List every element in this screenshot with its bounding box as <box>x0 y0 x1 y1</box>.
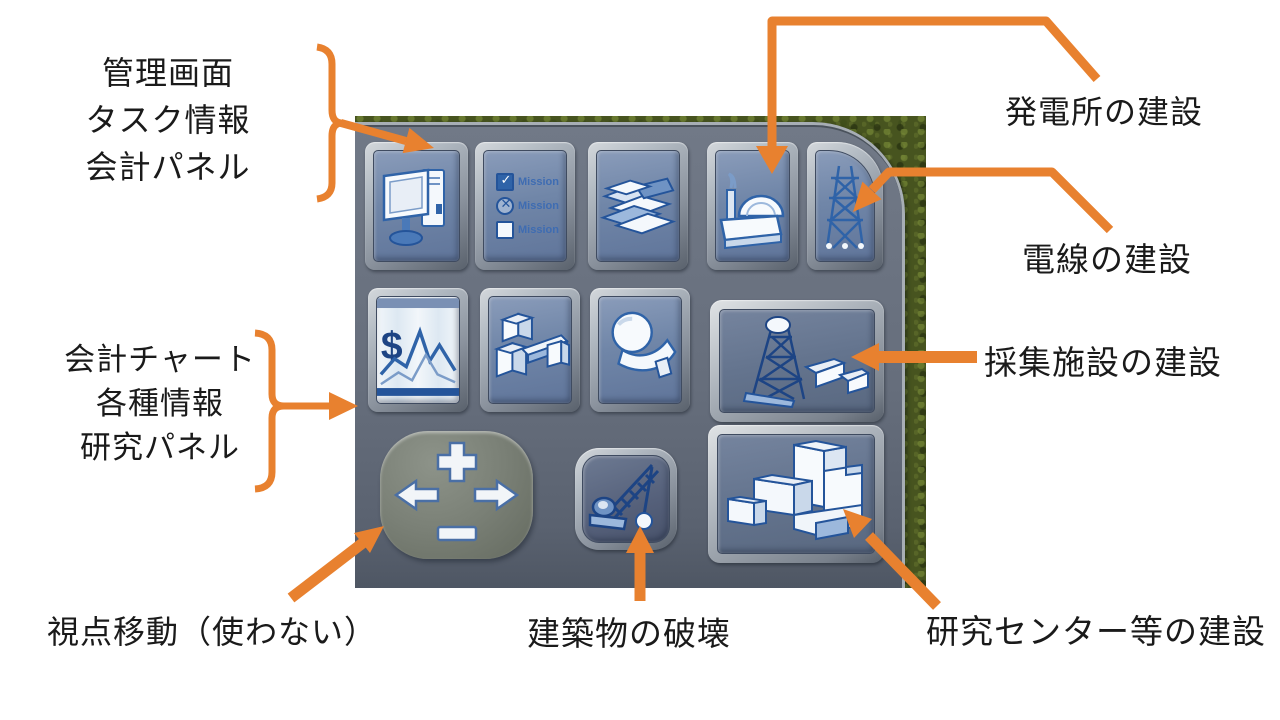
pan-left-arrow-icon <box>393 478 440 512</box>
mission-item-unchecked: Mission <box>496 221 559 239</box>
mission-item-label: Mission <box>518 200 559 212</box>
demolish-button[interactable] <box>575 448 677 550</box>
empty-checkbox-icon <box>496 221 514 239</box>
charts-info-label: 会計チャート 各種情報 研究パネル <box>40 338 280 470</box>
power-plant-button[interactable] <box>707 142 798 270</box>
mining-facility-button[interactable] <box>710 300 884 422</box>
viewpoint-pad[interactable] <box>380 431 533 559</box>
mission-button[interactable]: ✓ Mission ✕ Mission Mission <box>475 142 575 270</box>
zoom-in-plus-icon <box>436 441 478 483</box>
management-button[interactable] <box>365 142 468 270</box>
checked-checkbox-icon: ✓ <box>496 172 514 191</box>
dollar-glyph: $ <box>381 325 403 368</box>
wrecking-crane-icon <box>582 455 670 543</box>
power-pylon-icon <box>815 150 875 262</box>
pan-right-arrow-icon <box>473 478 520 512</box>
accounting-chart-button[interactable]: $ <box>368 288 468 412</box>
research-buildings-icon <box>717 434 875 554</box>
zoom-out-minus-icon <box>436 525 478 542</box>
label-line: 各種情報 <box>96 386 224 421</box>
crossed-circle-icon: ✕ <box>496 196 514 215</box>
dollar-chart-icon: $ <box>376 296 460 404</box>
mission-item-label: Mission <box>518 176 559 188</box>
management-brace <box>316 43 345 203</box>
power-line-button[interactable] <box>807 142 883 270</box>
charts-info-arrowhead <box>329 392 358 420</box>
label-line: 管理画面 <box>101 55 234 91</box>
nav-arrows-icon <box>393 441 520 542</box>
research-label: 研究センター等の建設 <box>926 613 1266 650</box>
info-button[interactable] <box>480 288 580 412</box>
mission-item-label: Mission <box>518 224 559 236</box>
mission-checklist-icon: ✓ Mission ✕ Mission Mission <box>483 150 567 262</box>
mining-label: 採集施設の建設 <box>984 344 1222 381</box>
drill-rig-icon <box>719 309 875 413</box>
viewpoint-label: 視点移動（使わない） <box>46 614 377 650</box>
label-line: 会計パネル <box>85 149 251 185</box>
blocks-icon <box>488 296 572 404</box>
label-line: タスク情報 <box>85 102 251 138</box>
game-screenshot: ✓ Mission ✕ Mission Mission <box>355 116 926 588</box>
management-panel-label: 管理画面 タスク情報 会計パネル <box>48 50 288 191</box>
demolish-label: 建築物の破壊 <box>527 615 731 652</box>
sphere-horn-icon <box>598 296 682 404</box>
research-panel-button[interactable] <box>590 288 690 412</box>
label-line: 研究パネル <box>80 430 240 465</box>
power-plant-label: 発電所の建設 <box>1004 94 1203 130</box>
mission-item-crossed: ✕ Mission <box>496 196 559 215</box>
materials-money-icon <box>596 150 680 262</box>
finance-button[interactable] <box>588 142 688 270</box>
viewpoint-arrow-line <box>287 537 368 603</box>
label-line: 会計チャート <box>64 342 256 377</box>
mission-item-checked: ✓ Mission <box>496 172 559 191</box>
power-line-label: 電線の建設 <box>1022 241 1192 278</box>
research-center-button[interactable] <box>708 425 884 563</box>
power-plant-icon <box>715 150 790 262</box>
computer-icon <box>373 150 460 262</box>
